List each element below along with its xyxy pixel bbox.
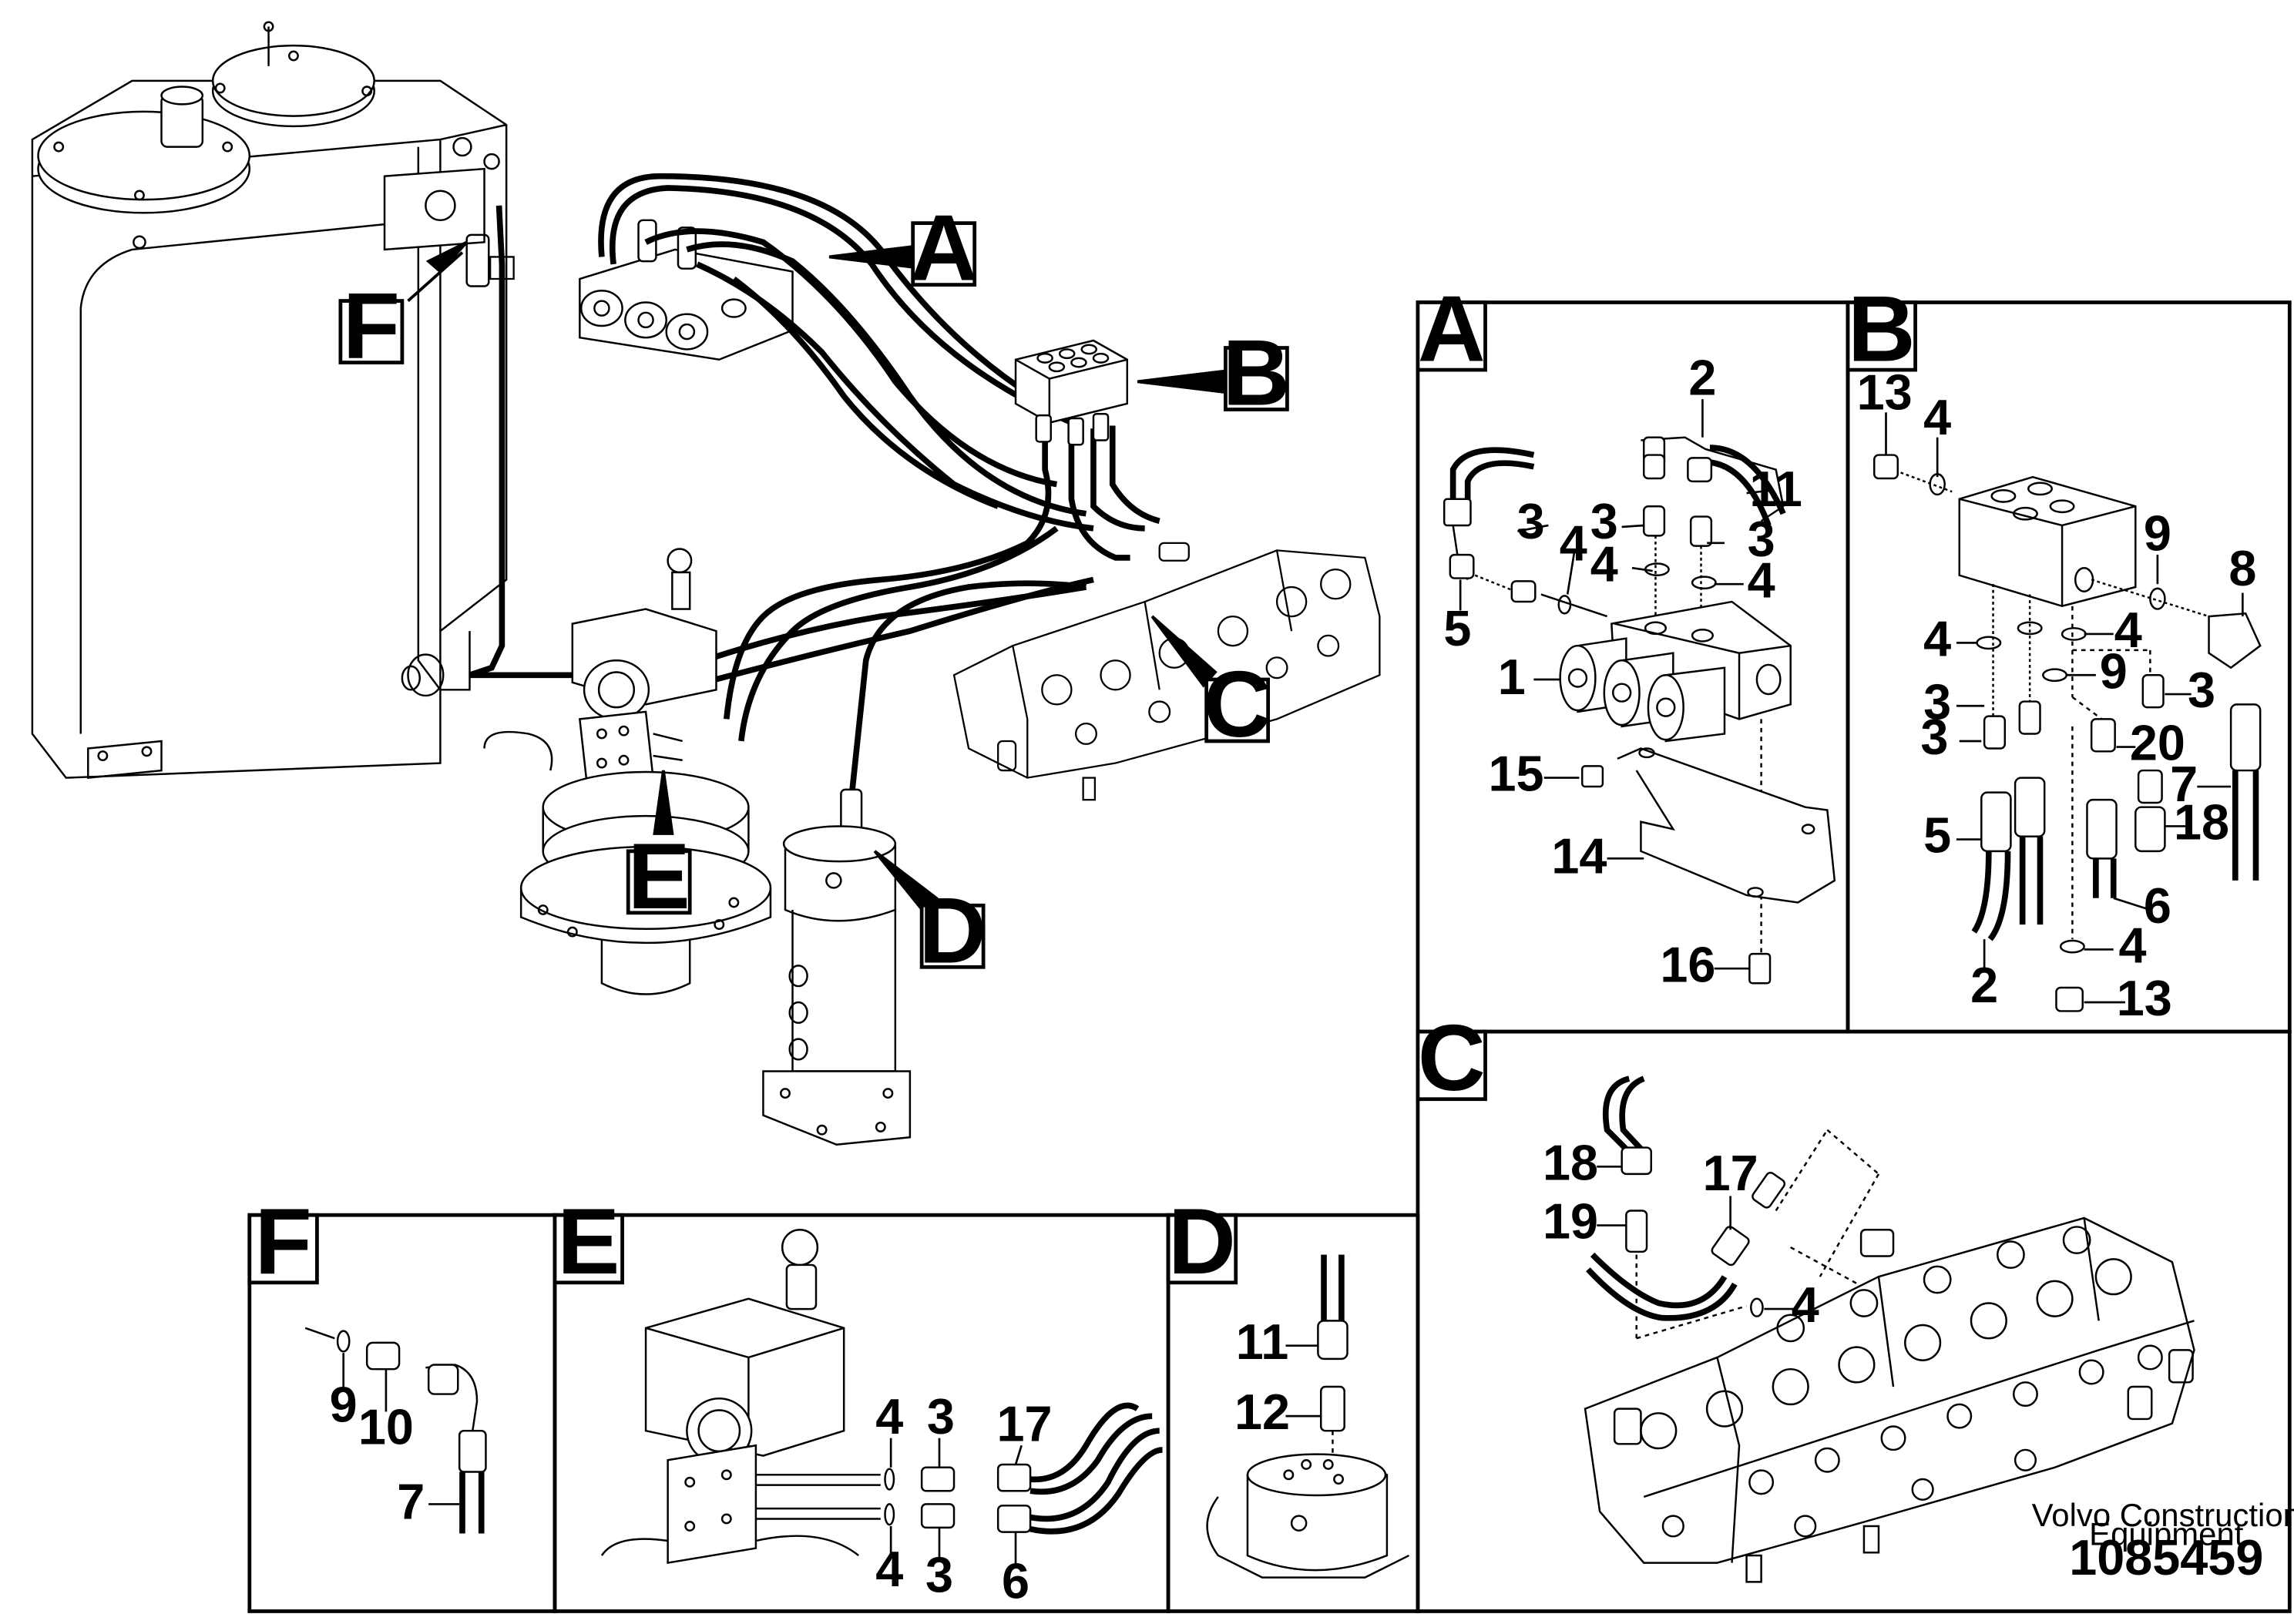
callout-E: E — [628, 824, 690, 928]
distribution-block — [1014, 339, 1129, 446]
label-c-17: 17 — [1703, 1145, 1758, 1201]
label-a-4-right: 4 — [1748, 552, 1775, 608]
label-b-4-right: 4 — [2114, 602, 2142, 658]
label-b-3-c: 3 — [2188, 662, 2215, 718]
panel-C-artwork — [1584, 1075, 2195, 1583]
panel-D-labels: 11 12 — [1234, 1314, 1290, 1440]
label-leaders — [342, 399, 2244, 1568]
label-a-11: 11 — [1749, 461, 1802, 517]
panel-A-labels: 2 11 3 3 3 4 4 4 5 1 15 14 16 — [1443, 349, 1802, 992]
label-b-7: 7 — [2170, 756, 2198, 812]
callout-leaders — [407, 240, 1224, 915]
label-e-4-bottom: 4 — [875, 1541, 903, 1597]
label-f-10: 10 — [358, 1398, 414, 1455]
panel-B-artwork — [1873, 454, 2262, 1012]
callout-F: F — [343, 273, 400, 378]
panel-D-letter: D — [1168, 1189, 1236, 1293]
label-a-5: 5 — [1443, 600, 1471, 656]
label-c-4: 4 — [1792, 1277, 1819, 1333]
label-b-3-b: 3 — [1920, 709, 1948, 765]
label-b-5: 5 — [1923, 807, 1951, 864]
label-a-3-mid: 3 — [1590, 493, 1618, 549]
label-d-12: 12 — [1234, 1384, 1290, 1440]
hydraulic-tank — [31, 21, 508, 779]
label-b-9-top: 9 — [2144, 505, 2171, 561]
label-b-18: 18 — [2174, 794, 2229, 851]
main-control-valve — [952, 542, 1381, 801]
label-a-3-right: 3 — [1748, 511, 1775, 567]
label-b-6: 6 — [2144, 877, 2171, 934]
main-assembly: F A B C E D — [31, 21, 1381, 1146]
callout-box-C: C — [1204, 652, 1271, 757]
callout-D: D — [919, 877, 986, 982]
panel-F-letter: F — [254, 1189, 311, 1293]
panel-C-letter: C — [1418, 1005, 1486, 1110]
company-line-2: Equipment — [2089, 1516, 2244, 1552]
label-b-8: 8 — [2229, 540, 2256, 596]
label-f-7: 7 — [397, 1473, 425, 1529]
label-b-20: 20 — [2130, 715, 2185, 771]
panel-F-artwork — [304, 1327, 487, 1534]
label-b-2: 2 — [1970, 957, 1998, 1013]
label-b-4-bottom: 4 — [2118, 918, 2146, 974]
label-c-18: 18 — [1543, 1134, 1598, 1190]
label-a-4-left: 4 — [1560, 515, 1587, 572]
panel-C-labels: 18 17 19 4 — [1543, 1134, 1819, 1333]
footer: Volvo Construction Equipment 1085459 — [2032, 1497, 2294, 1585]
panel-E-artwork — [600, 1228, 1163, 1565]
label-e-6: 6 — [1002, 1552, 1029, 1609]
label-b-13-top: 13 — [1857, 364, 1913, 420]
panel-frames — [247, 300, 2292, 1613]
callout-box-F: F — [338, 273, 405, 378]
pilot-hose-bundle — [598, 173, 1160, 800]
label-a-1: 1 — [1498, 649, 1526, 705]
panel-B-labels: 13 4 9 8 4 4 9 3 3 3 3 20 7 5 18 6 4 2 1… — [1857, 364, 2257, 1026]
panel-B-letter: B — [1848, 276, 1916, 381]
company-line-1: Volvo Construction — [2032, 1497, 2294, 1533]
swivel-joint — [762, 788, 912, 1146]
label-a-2: 2 — [1688, 349, 1716, 405]
label-e-3-bottom: 3 — [925, 1547, 953, 1603]
label-a-14: 14 — [1551, 827, 1607, 884]
label-b-4-left: 4 — [1923, 610, 1951, 666]
document-number: 1085459 — [2069, 1529, 2263, 1585]
label-a-16: 16 — [1660, 936, 1715, 992]
label-e-17: 17 — [996, 1395, 1052, 1451]
callout-box-B: B — [1222, 320, 1290, 425]
label-b-4-top: 4 — [1923, 389, 1951, 445]
solenoid-valve-block — [579, 219, 794, 361]
label-a-15: 15 — [1489, 746, 1544, 802]
callout-B: B — [1222, 320, 1290, 425]
callout-box-A: A — [910, 196, 978, 300]
label-b-13-bottom: 13 — [2117, 970, 2172, 1026]
callout-box-D: D — [919, 877, 986, 982]
label-c-19: 19 — [1543, 1193, 1598, 1250]
label-a-4-mid: 4 — [1590, 535, 1618, 592]
label-e-3-top: 3 — [927, 1388, 955, 1444]
label-b-3-a: 3 — [1923, 673, 1951, 730]
label-f-9: 9 — [330, 1377, 358, 1433]
callout-A: A — [910, 196, 978, 300]
panel-E-letter: E — [557, 1189, 620, 1293]
panel-A-letter: A — [1418, 276, 1486, 381]
label-e-4-top: 4 — [875, 1388, 903, 1444]
label-b-9-mid: 9 — [2100, 643, 2128, 699]
callout-box-E: E — [626, 824, 692, 928]
panel-F-labels: 9 10 7 — [330, 1377, 425, 1530]
callout-C: C — [1204, 652, 1271, 757]
panel-E-labels: 4 3 17 4 3 6 — [875, 1388, 1052, 1609]
panel-letters: A B C F E D — [247, 276, 1917, 1293]
label-d-11: 11 — [1236, 1314, 1288, 1370]
panel-A-artwork — [1443, 436, 1836, 985]
label-a-3-left: 3 — [1517, 493, 1545, 549]
panel-D-artwork — [1206, 1254, 1410, 1579]
